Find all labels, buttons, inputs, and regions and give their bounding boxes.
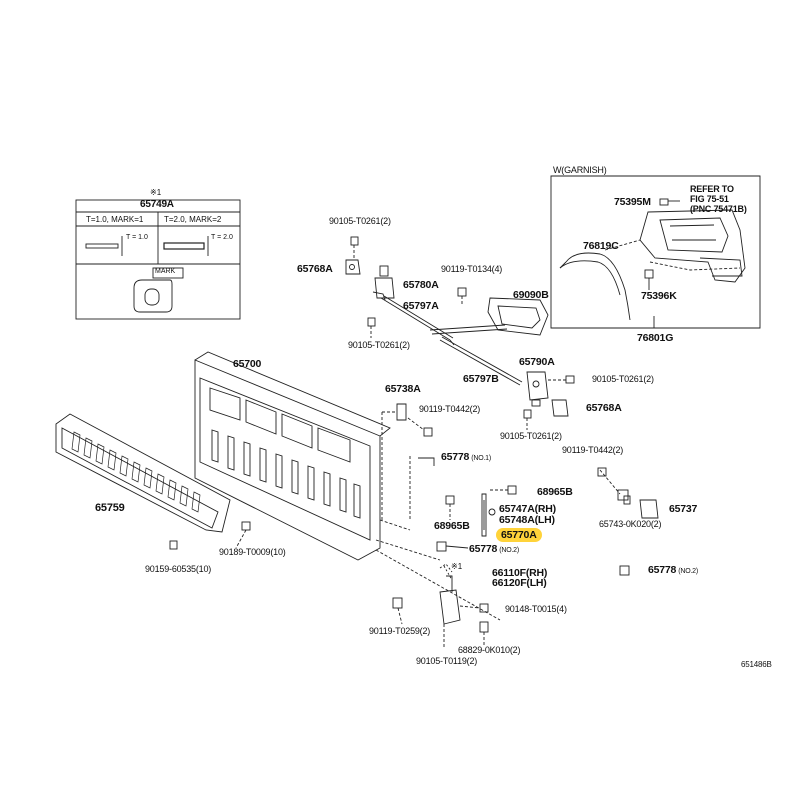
garnish-title: W(GARNISH)	[553, 165, 607, 175]
part-65768A-right[interactable]: 65768A	[586, 402, 622, 414]
inset-symbol-box	[75, 199, 241, 320]
part-76801G[interactable]: 76801G	[637, 332, 674, 344]
inset-part-number: 65749A	[140, 199, 174, 210]
part-65797A[interactable]: 65797A	[403, 300, 439, 312]
inset-t20-label: T=2.0, MARK=2	[164, 215, 222, 224]
middle-hardware	[375, 403, 659, 621]
part-75395M[interactable]: 75395M	[614, 196, 651, 208]
part-66110F[interactable]: 66110F(RH)	[492, 567, 548, 579]
part-65737[interactable]: 65737	[669, 503, 698, 515]
part-65778-no1[interactable]: 65778(NO.1)	[441, 451, 491, 463]
part-90105-T0261-mid[interactable]: 90105-T0261(2)	[348, 340, 410, 350]
part-65797B[interactable]: 65797B	[463, 373, 499, 385]
part-90119-T0134[interactable]: 90119-T0134(4)	[441, 264, 503, 274]
inset-t10-dim: T = 1.0	[126, 234, 148, 241]
part-90105-T0261-low[interactable]: 90105-T0261(2)	[500, 431, 562, 441]
part-65748A[interactable]: 65748A(LH)	[499, 514, 555, 526]
part-65778-no1-num: 65778	[441, 451, 470, 463]
part-68965B-top[interactable]: 68965B	[537, 486, 573, 498]
inset-t20-dim: T = 2.0	[211, 234, 233, 241]
part-90119-T0442-b[interactable]: 90119-T0442(2)	[562, 445, 624, 455]
part-90119-T0259[interactable]: 90119-T0259(2)	[369, 626, 431, 636]
part-68829-0K010[interactable]: 68829-0K010(2)	[458, 645, 521, 655]
part-90159-60535[interactable]: 90159-60535(10)	[145, 564, 212, 574]
part-65770A-highlight[interactable]: 65770A	[496, 528, 542, 542]
refer-line1: REFER TO	[690, 184, 734, 194]
part-90105-T0261-right[interactable]: 90105-T0261(2)	[592, 374, 654, 384]
bracket-no1	[418, 457, 435, 466]
part-65778-no2-right[interactable]: 65778(NO.2)	[648, 564, 698, 576]
part-65778-no2b-suffix: (NO.2)	[678, 568, 699, 575]
part-68965B-low[interactable]: 68965B	[434, 520, 470, 532]
part-65778-no1-suffix: (NO.1)	[471, 455, 492, 462]
part-65743-0K020[interactable]: 65743-0K020(2)	[599, 519, 662, 529]
refer-line3: (PNC 75471B)	[690, 204, 747, 214]
part-76819C[interactable]: 76819C	[583, 240, 619, 252]
part-65790A[interactable]: 65790A	[519, 356, 555, 368]
part-65738A[interactable]: 65738A	[385, 383, 421, 395]
part-69090B[interactable]: 69090B	[513, 289, 549, 301]
part-65778-no2-suffix: (NO.2)	[499, 547, 520, 554]
inset-mark-label: MARK	[155, 268, 176, 275]
inset-mark-ref: ※1	[150, 188, 162, 197]
part-65778-no2b-num: 65778	[648, 564, 677, 576]
tailgate-panel	[194, 351, 391, 561]
part-65780A[interactable]: 65780A	[403, 279, 439, 291]
part-65747A[interactable]: 65747A(RH)	[499, 503, 556, 515]
lower-hardware	[392, 563, 489, 648]
part-90105-T0119[interactable]: 90105-T0119(2)	[416, 656, 478, 666]
figure-id: 651486B	[741, 660, 772, 669]
part-90119-T0442-a[interactable]: 90119-T0442(2)	[419, 404, 481, 414]
mark1-ref: ※1	[451, 562, 463, 571]
inner-panel	[55, 413, 251, 550]
part-65778-no2[interactable]: 65778(NO.2)	[469, 543, 519, 555]
part-65759[interactable]: 65759	[95, 502, 125, 514]
part-90189-T0009[interactable]: 90189-T0009(10)	[219, 547, 286, 557]
inset-t10-label: T=1.0, MARK=1	[86, 215, 144, 224]
part-90148-T0015[interactable]: 90148-T0015(4)	[505, 604, 567, 614]
part-90105-T0261-top[interactable]: 90105-T0261(2)	[329, 216, 391, 226]
part-66120F[interactable]: 66120F(LH)	[492, 577, 547, 589]
part-65768A-left[interactable]: 65768A	[297, 263, 333, 275]
part-65778-no2-num: 65778	[469, 543, 498, 555]
garnish-box	[550, 175, 761, 329]
refer-line2: FIG 75-51	[690, 194, 729, 204]
part-75396K[interactable]: 75396K	[641, 290, 677, 302]
upper-hardware	[345, 236, 575, 430]
part-65700[interactable]: 65700	[233, 358, 262, 370]
